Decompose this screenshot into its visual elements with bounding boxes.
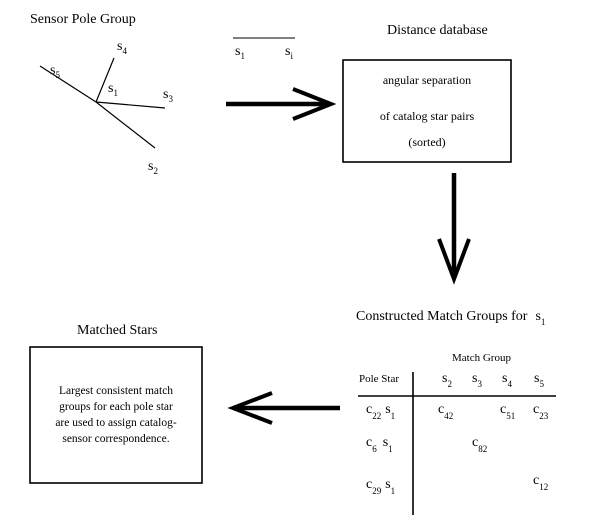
col-header-s5: s5 [534, 371, 544, 389]
line-s5 [39, 65, 97, 103]
label-s4: s4 [117, 39, 127, 56]
arrow-right [226, 87, 337, 121]
database-title: Distance database [387, 23, 488, 38]
matched-title: Matched Stars [77, 323, 157, 338]
matched-line1: Largest consistent match [58, 385, 174, 397]
line-s4 [95, 57, 115, 103]
pair-si: si [285, 44, 293, 61]
line-s2 [95, 101, 156, 149]
col-header-s4: s4 [502, 371, 512, 389]
database-line1: angular separation [383, 73, 471, 87]
database-box [342, 59, 512, 163]
row1-cell-s2: c42 [438, 402, 453, 421]
pair-s1: s1 [235, 44, 245, 61]
label-s2: s2 [148, 159, 158, 176]
arrow-left [227, 391, 340, 425]
column-headers: s2 s3 s4 s5 [442, 371, 544, 389]
pole-group-title: Sensor Pole Group [30, 12, 136, 27]
col-header-s3: s3 [472, 371, 482, 389]
label-s1: s1 [108, 81, 118, 98]
line-s3 [95, 101, 166, 109]
col-header-s2: s2 [442, 371, 452, 389]
row1-cell-s5: c23 [533, 402, 549, 421]
match-group-header: Match Group [452, 352, 511, 364]
row3-cell-s5: c12 [533, 473, 548, 492]
label-s5: s5 [50, 63, 60, 80]
matched-line4: sensor correspondence. [62, 433, 170, 445]
pole-star-labels: s5 s4 s1 s3 s2 [50, 39, 173, 176]
database-line3: (sorted) [408, 135, 445, 149]
row2-cell-s3: c82 [472, 435, 487, 454]
pole-star-header: Pole Star [359, 373, 399, 385]
matched-box [29, 346, 203, 484]
matched-description: Largest consistent match groups for each… [30, 347, 202, 483]
arrow-down [437, 173, 471, 285]
pole-star-lines [39, 57, 166, 149]
label-s3: s3 [163, 87, 173, 104]
row1-cell-s4: c51 [500, 402, 515, 421]
matched-line2: groups for each pole star [59, 401, 173, 413]
matched-line3: are used to assign catalog- [55, 417, 177, 429]
database-line2: of catalog star pairs [380, 109, 475, 123]
